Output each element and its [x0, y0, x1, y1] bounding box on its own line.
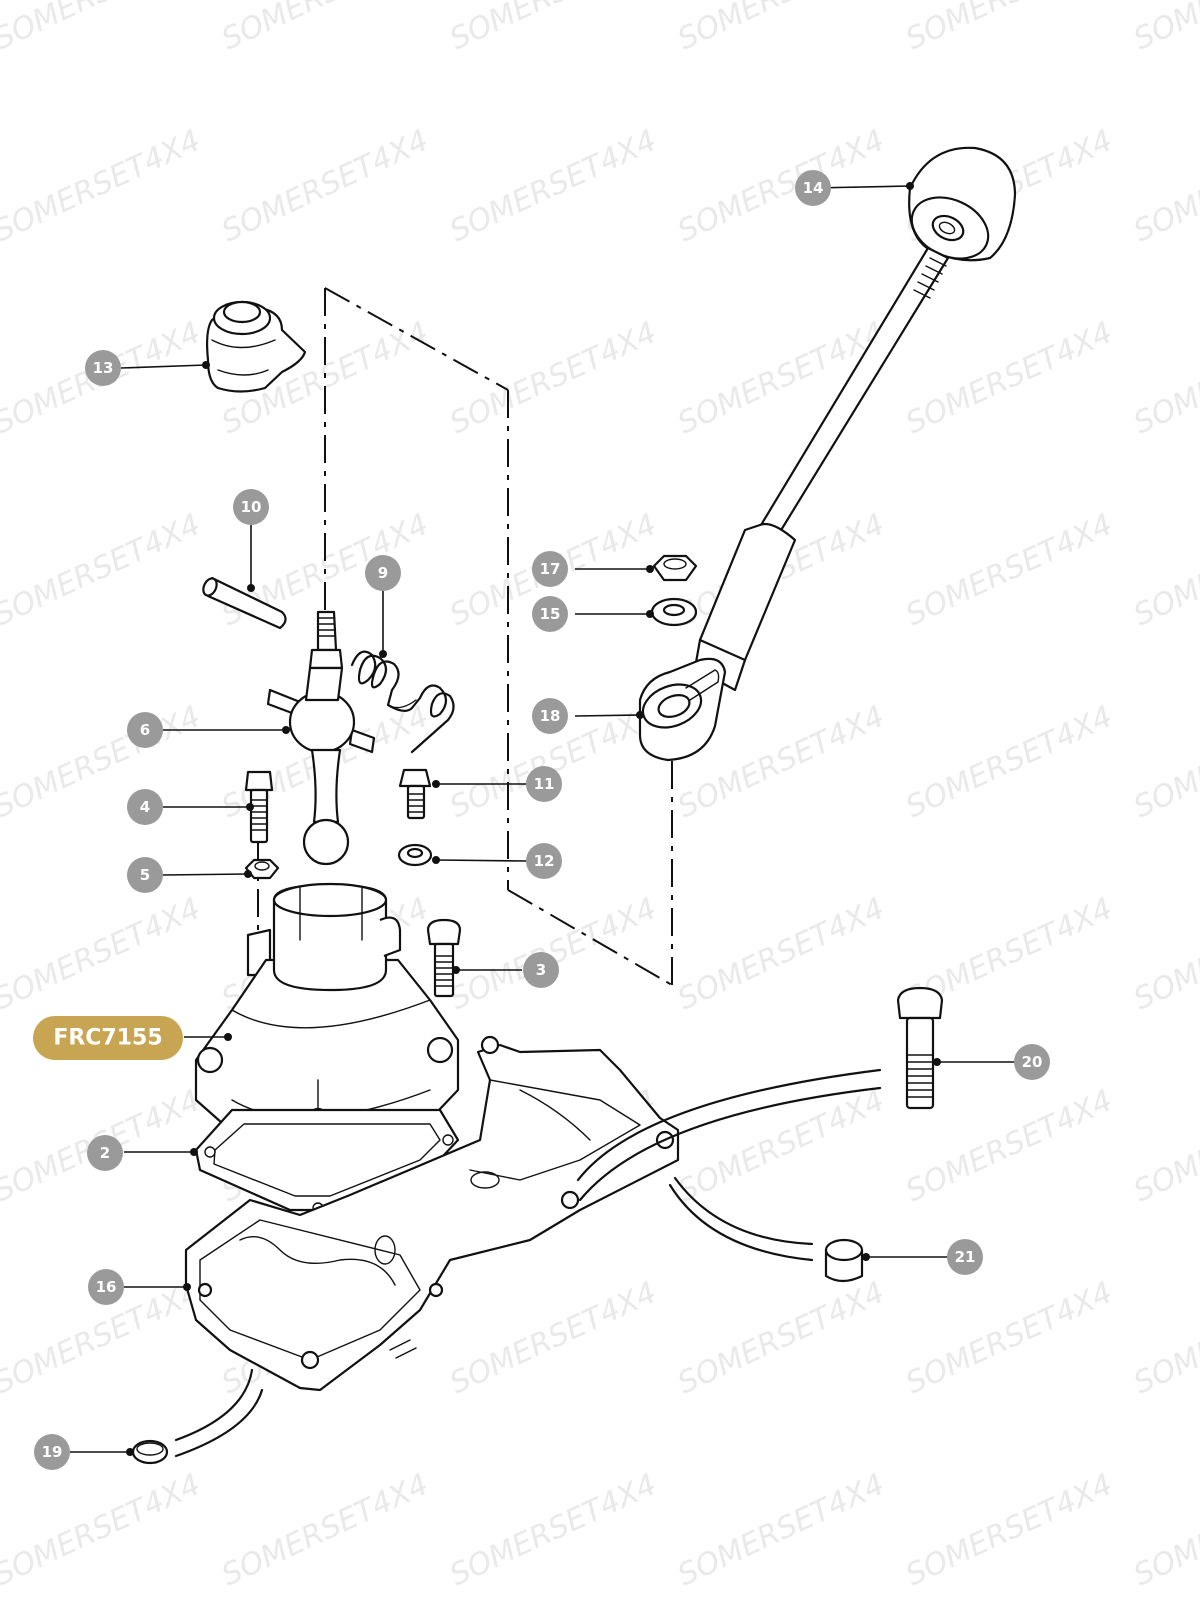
callout-9: 9 [365, 555, 401, 591]
callout-5: 5 [127, 857, 163, 893]
watermark-text: SOMERSET4X4 [1129, 699, 1200, 825]
watermark-text: SOMERSET4X4 [1129, 891, 1200, 1017]
watermark-text: SOMERSET4X4 [1129, 1275, 1200, 1401]
callout-3: 3 [523, 952, 559, 988]
watermark-text: SOMERSET4X4 [445, 123, 662, 249]
callout-10: 10 [233, 489, 269, 525]
callout-6: 6 [127, 712, 163, 748]
watermark-text: SOMERSET4X4 [217, 123, 434, 249]
part-10-pin [202, 576, 287, 630]
watermark-text: SOMERSET4X4 [1129, 507, 1200, 633]
part-21-bush [668, 1176, 864, 1283]
watermark-text: SOMERSET4X4 [673, 1083, 890, 1209]
watermark-text: SOMERSET4X4 [217, 1467, 434, 1593]
watermark-text: SOMERSET4X4 [901, 507, 1118, 633]
part-5-nut [244, 858, 280, 880]
watermark-text: SOMERSET4X4 [1129, 1467, 1200, 1593]
callout-4-label: 4 [140, 798, 150, 816]
callout-20: 20 [1014, 1044, 1050, 1080]
part-13-gaiter [206, 300, 307, 393]
callout-18: 18 [532, 698, 568, 734]
watermark-text: SOMERSET4X4 [1129, 1083, 1200, 1209]
callout-5-label: 5 [140, 866, 150, 884]
callout-15: 15 [532, 596, 568, 632]
callout-21-label: 21 [955, 1248, 976, 1266]
watermark-text: SOMERSET4X4 [1129, 315, 1200, 441]
watermark-text: SOMERSET4X4 [901, 1275, 1118, 1401]
callout-15-label: 15 [540, 605, 561, 623]
watermark-text: SOMERSET4X4 [445, 1467, 662, 1593]
leader-lines [70, 182, 1017, 1456]
watermark-text: SOMERSET4X4 [673, 1467, 890, 1593]
callout-20-label: 20 [1022, 1053, 1043, 1071]
watermark-text: SOMERSET4X4 [445, 315, 662, 441]
callout-21: 21 [947, 1239, 983, 1275]
watermark-text: SOMERSET4X4 [0, 123, 206, 249]
part-20-large-bolt [576, 986, 944, 1202]
callout-17: 17 [532, 551, 568, 587]
watermark-text: SOMERSET4X4 [673, 891, 890, 1017]
callout-6-label: 6 [140, 721, 150, 739]
callout-13: 13 [85, 350, 121, 386]
part-11-small-bolt [398, 768, 432, 820]
part-15-washer [650, 597, 698, 627]
part-18-lever-eye [638, 657, 727, 762]
watermark-text: SOMERSET4X4 [901, 0, 1118, 57]
part-6-lever-lower [266, 610, 376, 866]
part-3-bolt [426, 918, 462, 998]
watermark-text: SOMERSET4X4 [445, 0, 662, 57]
main-part-number: FRC7155 [53, 1026, 162, 1051]
callout-18-label: 18 [540, 707, 561, 725]
watermark-text: SOMERSET4X4 [901, 315, 1118, 441]
watermark-text: SOMERSET4X4 [901, 699, 1118, 825]
callout-14-label: 14 [803, 179, 824, 197]
assembly-guide-lines [257, 287, 673, 986]
watermark-text: SOMERSET4X4 [0, 891, 206, 1017]
watermark-text: SOMERSET4X4 [0, 0, 206, 57]
callout-4: 4 [127, 789, 163, 825]
callout-17-label: 17 [540, 560, 561, 578]
callout-9-label: 9 [378, 564, 388, 582]
gear-lever-rod [693, 246, 950, 692]
part-4-bolt [244, 770, 274, 844]
callout-16: 16 [88, 1269, 124, 1305]
watermark-text: SOMERSET4X4 [445, 891, 662, 1017]
watermark-text: SOMERSET4X4 [673, 123, 890, 249]
part-14-knob [908, 146, 1017, 262]
main-part-label[interactable]: FRC7155 [33, 1016, 183, 1060]
callout-2-label: 2 [100, 1144, 110, 1162]
watermark-text: SOMERSET4X4 [0, 507, 206, 633]
callout-13-label: 13 [93, 359, 114, 377]
callout-2: 2 [87, 1135, 123, 1171]
watermark-text: SOMERSET4X4 [445, 1275, 662, 1401]
callout-12: 12 [526, 843, 562, 879]
part-12-small-washer [397, 843, 433, 867]
callout-16-label: 16 [96, 1278, 117, 1296]
callout-14: 14 [795, 170, 831, 206]
watermark-text: SOMERSET4X4 [0, 1467, 206, 1593]
callout-12-label: 12 [534, 852, 555, 870]
watermark-text: SOMERSET4X4 [901, 1467, 1118, 1593]
part-9-spring [350, 650, 455, 754]
callout-3-label: 3 [536, 961, 546, 979]
watermark-text: SOMERSET4X4 [1129, 123, 1200, 249]
callout-19-label: 19 [42, 1443, 63, 1461]
part-17-nut [652, 554, 698, 582]
callout-11-label: 11 [534, 775, 555, 793]
part-19-sealing-ring [131, 1368, 264, 1465]
watermark-text: SOMERSET4X4 [673, 1275, 890, 1401]
watermark-text: SOMERSET4X4 [673, 0, 890, 57]
callout-11: 11 [526, 766, 562, 802]
main-part-label-background [33, 1016, 183, 1060]
watermark-text: SOMERSET4X4 [1129, 0, 1200, 57]
watermark-text: SOMERSET4X4 [217, 0, 434, 57]
callout-19: 19 [34, 1434, 70, 1470]
callout-10-label: 10 [241, 498, 262, 516]
